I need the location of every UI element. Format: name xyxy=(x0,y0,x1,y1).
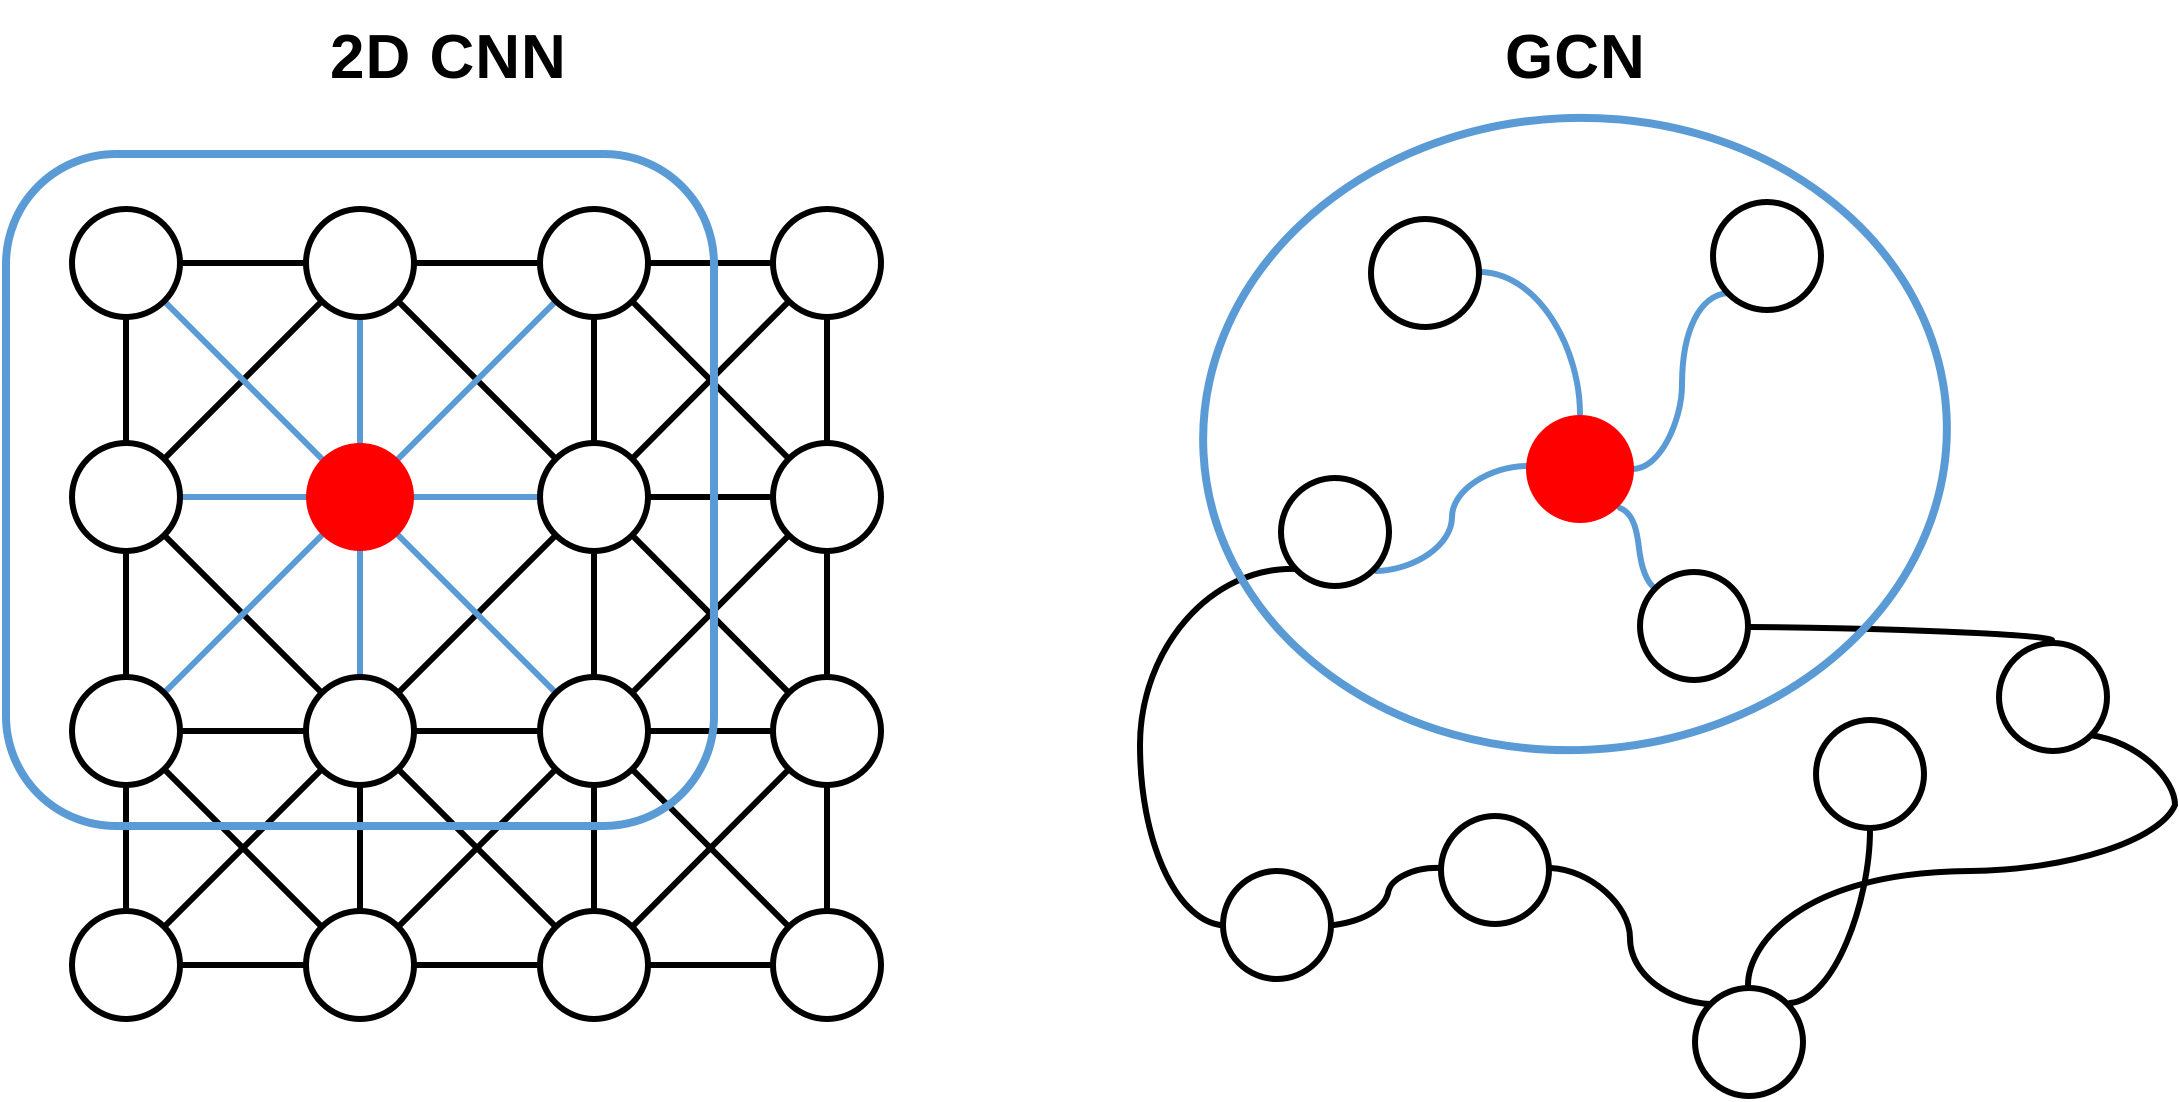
gcn-title: GCN xyxy=(1505,23,1646,92)
gcn-node-n2 xyxy=(1710,199,1824,313)
cnn-nodes xyxy=(69,206,884,1022)
gcn-edge-b5-b6 xyxy=(1787,827,1873,1006)
gcn-node-b1 xyxy=(1220,868,1334,982)
cnn-node-2-1 xyxy=(303,674,417,788)
gcn-highlight-edges xyxy=(1373,269,1731,591)
gcn-node-b5 xyxy=(1813,717,1927,831)
gcn-black-edges xyxy=(1136,565,2179,1007)
cnn-node-3-0 xyxy=(69,908,183,1022)
cnn-node-1-3 xyxy=(770,440,884,554)
cnn-node-3-3 xyxy=(770,908,884,1022)
gcn-edge-b4-b6 xyxy=(1745,732,2179,988)
gcn-edge-b1-b2 xyxy=(1331,864,1443,928)
gcn-node-b2 xyxy=(1438,813,1552,927)
gcn-node-b3 xyxy=(1692,985,1806,1099)
gcn-nodes xyxy=(1220,199,2110,1099)
gcn-blue-edge-n4 xyxy=(1617,505,1658,591)
gcn-edge-b2-b3 xyxy=(1548,865,1713,1007)
cnn-node-0-1 xyxy=(303,206,417,320)
cnn-center-node xyxy=(306,443,414,551)
gcn-node-n1 xyxy=(1368,216,1482,330)
gcn-edge-n3-b1 xyxy=(1136,565,1301,928)
cnn-node-2-3 xyxy=(770,674,884,788)
gcn-node-n3 xyxy=(1278,475,1392,589)
cnn-receptive-field xyxy=(2,150,718,830)
cnn-node-2-0 xyxy=(69,674,183,788)
cnn-node-1-2 xyxy=(537,440,651,554)
cnn-node-0-2 xyxy=(537,206,651,320)
cnn-node-1-0 xyxy=(69,440,183,554)
gcn-receptive-field xyxy=(1199,113,1951,755)
gcn-diagram xyxy=(1136,113,2179,1099)
gcn-node-n4 xyxy=(1637,569,1751,683)
cnn-node-2-2 xyxy=(537,674,651,788)
cnn-node-0-0 xyxy=(69,206,183,320)
cnn-node-3-1 xyxy=(303,908,417,1022)
gcn-blue-edge-n3 xyxy=(1373,463,1531,574)
gcn-blue-edge-n2 xyxy=(1629,290,1731,473)
gcn-center-node xyxy=(1526,415,1634,523)
cnn-diagram xyxy=(2,150,884,1022)
cnn-node-3-2 xyxy=(537,908,651,1022)
gcn-blue-edge-n1 xyxy=(1479,269,1583,417)
cnn-title: 2D CNN xyxy=(330,23,567,92)
gcn-edge-n4-b4 xyxy=(1747,624,2055,643)
gcn-node-b4 xyxy=(1996,640,2110,754)
cnn-node-0-3 xyxy=(770,206,884,320)
